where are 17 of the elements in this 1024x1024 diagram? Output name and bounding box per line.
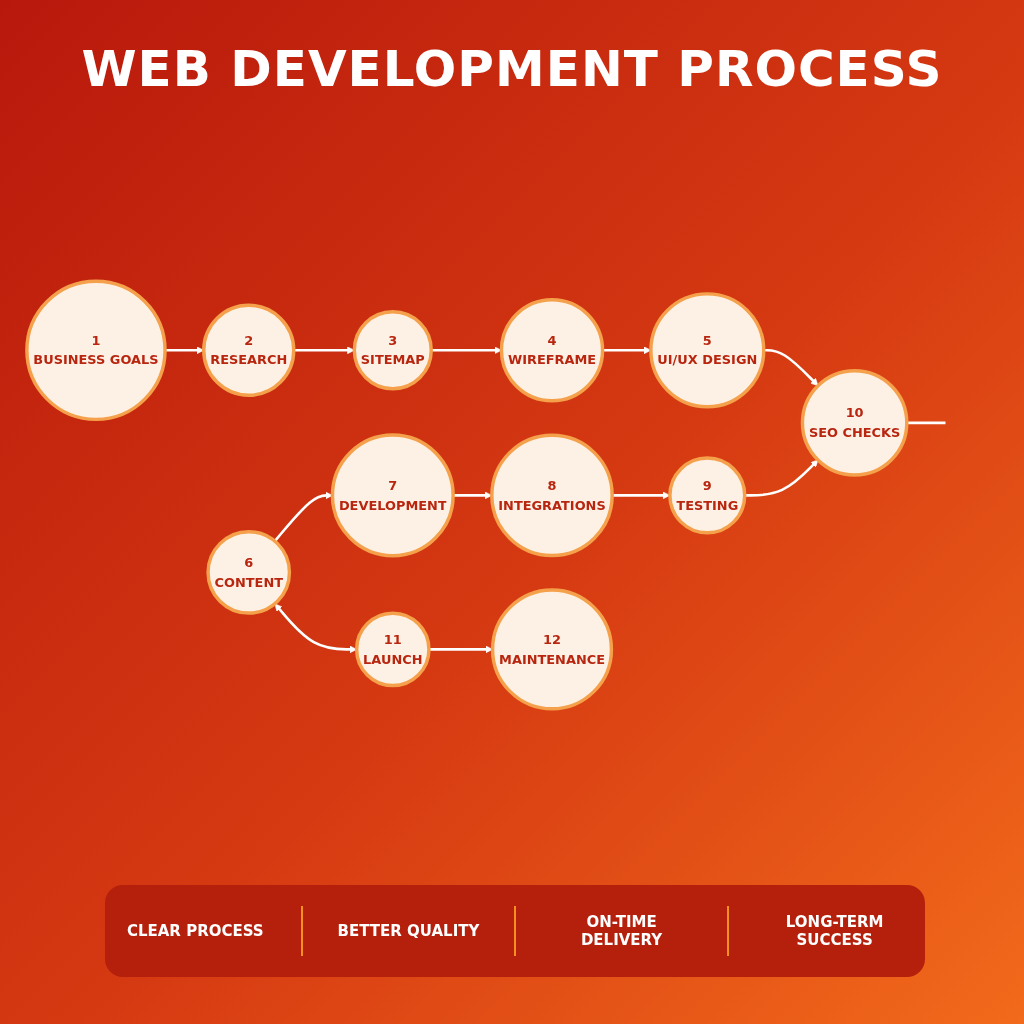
benefit-text: BETTER QUALITY bbox=[336, 922, 481, 940]
node-circle: 7 DEVELOPMENT bbox=[330, 433, 455, 558]
benefit-text: ON-TIME DELIVERY bbox=[579, 913, 664, 949]
node-circle: 4 WIREFRAME bbox=[499, 298, 605, 403]
node-circle: 3 SITEMAP bbox=[352, 310, 433, 391]
node-circle: 12 MAINTENANCE bbox=[490, 588, 614, 711]
node-circle: 11 LAUNCH bbox=[354, 611, 431, 688]
node-circle: 9 TESTING bbox=[668, 456, 747, 535]
benefit-text: LONG-TERM SUCCESS bbox=[784, 913, 885, 949]
node-circle: 5 UI/UX DESIGN bbox=[649, 292, 766, 409]
node-circle: 1 BUSINESS GOALS bbox=[25, 279, 167, 422]
benefit-text: CLEAR PROCESS bbox=[125, 922, 265, 940]
title: WEB DEVELOPMENT PROCESS bbox=[80, 40, 944, 98]
node-circle: 10 SEO CHECKS bbox=[800, 368, 909, 477]
node-circle: 2 RESEARCH bbox=[202, 303, 296, 397]
node-circle: 8 INTEGRATIONS bbox=[490, 433, 614, 558]
node-circle: 6 CONTENT bbox=[206, 530, 292, 615]
